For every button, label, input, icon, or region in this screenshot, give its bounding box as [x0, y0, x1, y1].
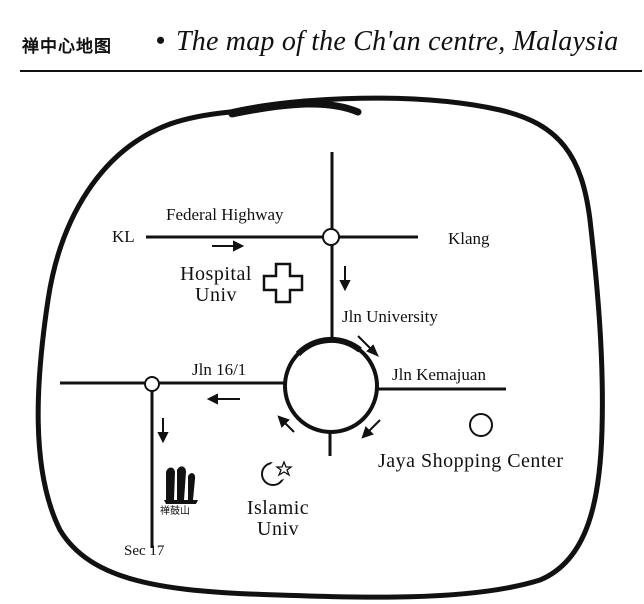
label-jln-university: Jln University: [342, 307, 438, 326]
label-jln-16-1: Jln 16/1: [192, 360, 247, 379]
title-rule: [20, 70, 642, 72]
arrow-east-icon: [212, 240, 245, 252]
arrow-south-icon: [339, 266, 351, 292]
label-hospital-univ: Univ: [195, 284, 237, 306]
label-federal-highway: Federal Highway: [166, 205, 284, 224]
chan-centre-icon: [164, 466, 198, 504]
title-english: The map of the Ch'an centre, Malaysia: [176, 26, 619, 57]
area-boundary-heavy: [228, 100, 362, 118]
label-jln-kemajuan: Jln Kemajuan: [392, 365, 486, 384]
arrow-west-icon: [206, 393, 240, 405]
arrow-southwest-icon: [361, 419, 381, 439]
label-islamic-univ: Univ: [257, 518, 299, 540]
label-chan-centre-mark: 禅鼓山: [160, 506, 190, 517]
junction-circle-icon: [322, 228, 340, 246]
hospital-cross-icon: [262, 262, 304, 304]
label-klang: Klang: [448, 229, 490, 248]
roundabout-arc-heavy: [295, 336, 362, 357]
page-header: 禅中心地图 • The map of the Ch'an centre, Mal…: [14, 18, 642, 72]
label-sec-17: Sec 17: [124, 543, 165, 559]
area-boundary: [35, 95, 605, 600]
label-islamic: Islamic: [246, 497, 310, 519]
title-bullet: •: [156, 26, 166, 55]
title-chinese: 禅中心地图: [22, 37, 112, 57]
label-jaya-shopping-center: Jaya Shopping Center: [378, 450, 564, 472]
crescent-star-icon: [261, 460, 293, 486]
junction-circle-icon: [144, 376, 160, 392]
arrow-southeast-icon: [357, 335, 379, 357]
shopping-center-circle-icon: [469, 413, 493, 437]
label-kl: KL: [112, 227, 135, 246]
arrow-northwest-icon: [277, 415, 295, 433]
arrow-south-sec17-icon: [157, 418, 169, 444]
label-hospital: Hospital: [180, 263, 252, 285]
